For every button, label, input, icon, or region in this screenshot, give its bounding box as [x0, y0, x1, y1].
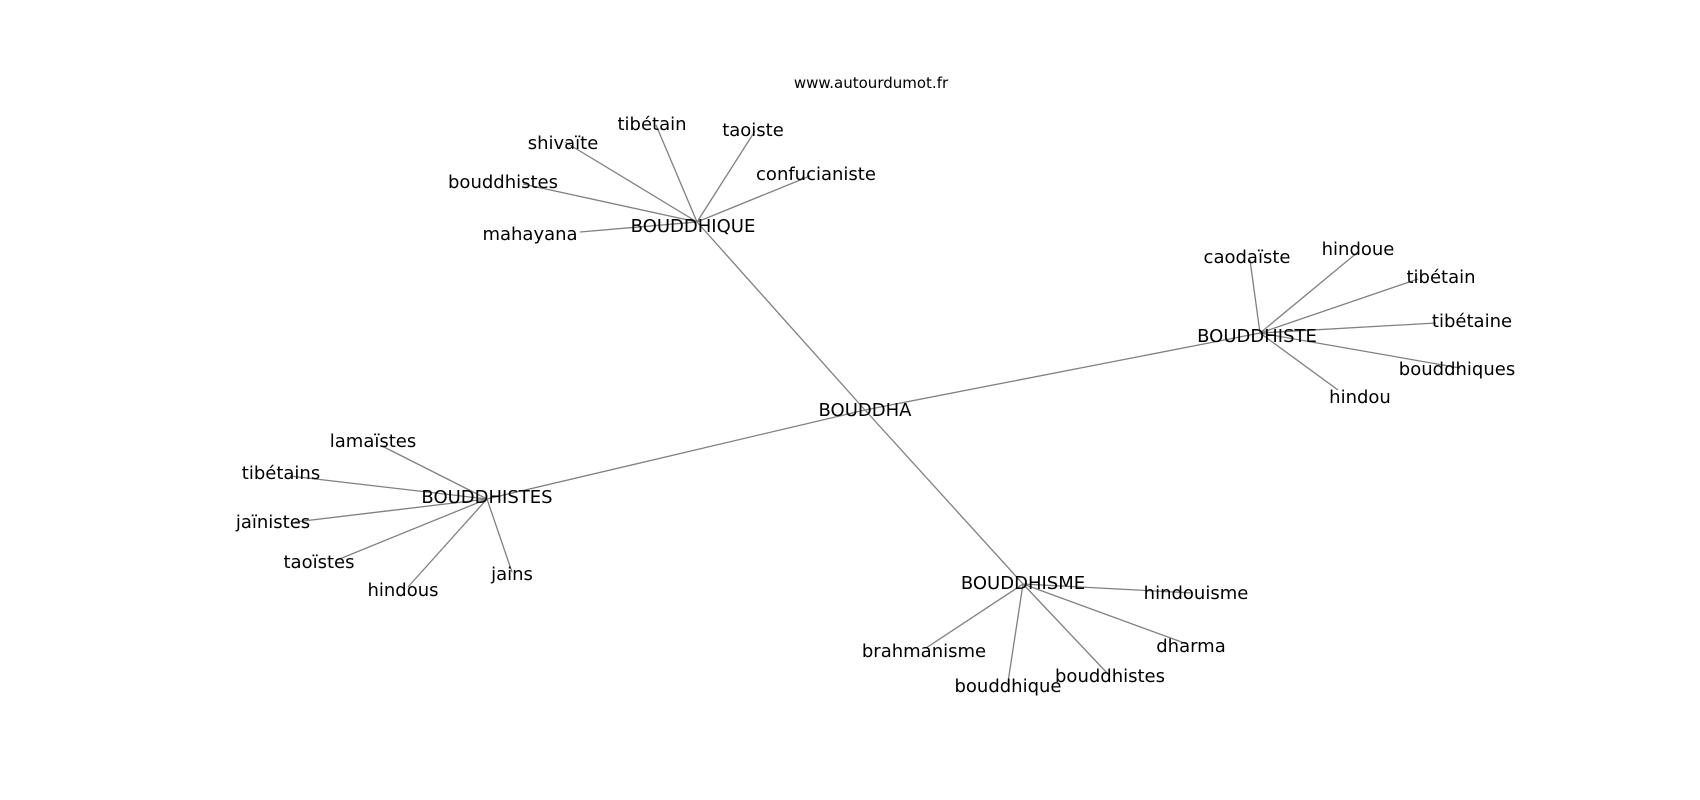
edge-bouddhique-tibetain — [655, 124, 698, 223]
edge-bouddhistes-taoistes — [336, 498, 488, 561]
edge-center-bouddhique — [696, 221, 866, 411]
edge-bouddhistes-tibetains — [289, 475, 488, 500]
edge-bouddhisme-hindouisme — [1022, 583, 1194, 594]
center-node-label: BOUDDHA — [819, 400, 913, 421]
hub-node-label: BOUDDHISTES — [421, 487, 552, 508]
hub-node-label: BOUDDHISME — [961, 573, 1085, 594]
edge-bouddhisme-bouddhique — [1007, 583, 1024, 683]
graph-labels: www.autourdumot.fr BOUDDHA BOUDDHIQUE sh… — [235, 74, 1515, 697]
site-credit: www.autourdumot.fr — [794, 74, 949, 92]
edge-center-bouddhistes — [486, 409, 866, 500]
edge-bouddhiste-tibetaine — [1259, 322, 1437, 334]
edge-bouddhistes-lamaistes — [381, 445, 488, 500]
edge-bouddhistes-jains — [486, 498, 513, 573]
leaf-node-label: tibétain — [617, 114, 686, 135]
edge-bouddhique-mahayana — [579, 221, 698, 233]
leaf-node-label: bouddhistes — [1055, 666, 1165, 687]
leaf-node-label: confucianiste — [756, 164, 876, 185]
leaf-node-label: lamaïstes — [330, 431, 416, 452]
hub-node-label: BOUDDHIQUE — [631, 216, 756, 237]
leaf-node-label: hindou — [1329, 387, 1391, 408]
edge-bouddhiste-hindou — [1259, 332, 1339, 391]
leaf-node-label: bouddhique — [954, 676, 1061, 697]
edge-bouddhisme-bouddhistes — [1022, 583, 1109, 675]
leaf-node-label: tibétains — [242, 463, 320, 484]
edge-bouddhique-shivaite — [564, 141, 698, 223]
leaf-node-label: tibétaine — [1432, 311, 1512, 332]
edge-bouddhique-confucianiste — [696, 175, 811, 223]
edge-bouddhique-taoiste — [696, 130, 756, 223]
leaf-node-label: tibétain — [1406, 267, 1475, 288]
leaf-node-label: hindouisme — [1144, 583, 1249, 604]
leaf-node-label: jaïnistes — [235, 512, 310, 533]
graph-edges — [289, 124, 1461, 683]
edge-bouddhiste-caodaiste — [1249, 259, 1261, 334]
edge-bouddhisme-brahmanisme — [925, 583, 1024, 649]
leaf-node-label: shivaïte — [528, 133, 599, 154]
edge-bouddhistes-hindous — [407, 498, 488, 588]
edge-center-bouddhisme — [864, 409, 1024, 585]
edge-bouddhiste-hindoue — [1259, 251, 1359, 334]
hub-node-label: BOUDDHISTE — [1197, 326, 1317, 347]
leaf-node-label: brahmanisme — [862, 641, 986, 662]
edge-bouddhistes-jainistes — [294, 498, 488, 523]
edge-bouddhiste-tibetain — [1259, 278, 1419, 334]
edge-bouddhique-bouddhistes — [522, 183, 698, 223]
leaf-node-label: mahayana — [482, 224, 577, 245]
leaf-node-label: caodaïste — [1204, 247, 1291, 268]
leaf-node-label: bouddhistes — [448, 172, 558, 193]
leaf-node-label: hindoue — [1322, 239, 1395, 260]
leaf-node-label: dharma — [1156, 636, 1226, 657]
leaf-node-label: hindous — [367, 580, 438, 601]
leaf-node-label: taoiste — [722, 120, 784, 141]
edge-center-bouddhiste — [864, 332, 1261, 411]
leaf-node-label: taoïstes — [284, 552, 355, 573]
leaf-node-label: jains — [490, 564, 533, 585]
edge-bouddhisme-dharma — [1022, 583, 1188, 645]
leaf-node-label: bouddhiques — [1399, 359, 1515, 380]
edge-bouddhiste-bouddhiques — [1259, 332, 1461, 369]
